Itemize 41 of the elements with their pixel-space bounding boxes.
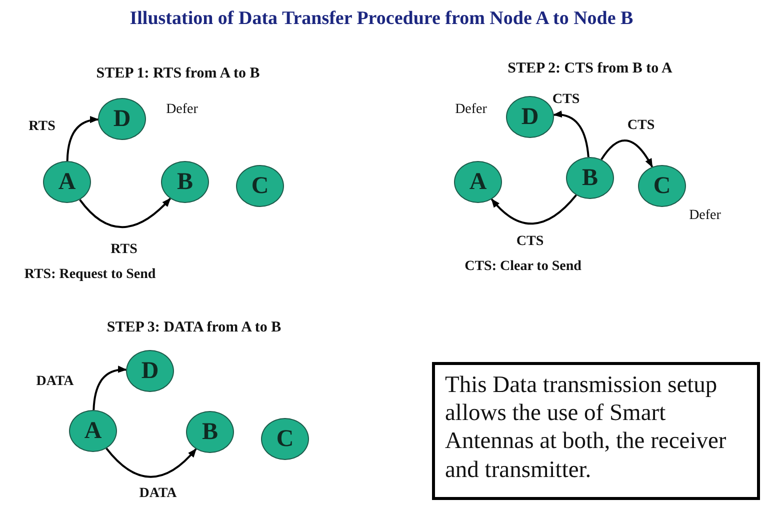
node-circle — [126, 350, 174, 392]
node-circle — [638, 165, 686, 207]
node-letter: D — [113, 106, 131, 132]
node-circle — [161, 161, 209, 203]
note-box: This Data transmission setup allows the use of Smart Antennas at both, the receiver and transmitter. — [432, 362, 760, 500]
node-letter: B — [176, 168, 193, 196]
node-circle — [261, 418, 309, 460]
curved-arrow — [552, 111, 590, 158]
curved-arrow — [79, 198, 171, 228]
curved-arrow — [106, 448, 197, 478]
node-letter: B — [202, 418, 218, 446]
node-circle — [186, 411, 234, 453]
node-letter: C — [251, 172, 269, 200]
node-circle — [506, 96, 554, 138]
node-circle — [69, 410, 117, 452]
diagram-title: Illustation of Data Transfer Procedure from Node A to Node B — [128, 8, 634, 30]
step-heading: STEP 2: CTS from B to A — [508, 60, 672, 78]
abbreviation-note: CTS: Clear to Send — [464, 259, 582, 275]
curved-arrow — [66, 116, 99, 162]
node-circle — [454, 161, 502, 203]
node-circle — [566, 157, 614, 199]
step-heading: STEP 1: RTS from A to B — [96, 66, 260, 82]
node-circle — [98, 98, 146, 140]
curved-arrow — [600, 140, 654, 168]
node-letter: C — [276, 426, 294, 452]
node-letter: D — [141, 358, 159, 384]
curved-arrow — [92, 366, 127, 410]
abbreviation-note: RTS: Request to Send — [24, 267, 156, 283]
curved-arrow — [490, 194, 577, 225]
node-letter: A — [58, 168, 76, 196]
node-status-text: Defer — [455, 102, 487, 118]
node-letter: A — [84, 418, 102, 444]
node-letter: B — [582, 164, 598, 192]
node-letter: C — [653, 172, 671, 200]
node-letter: A — [469, 168, 487, 196]
node-status-text: Defer — [166, 102, 198, 118]
step-heading: STEP 3: DATA from A to B — [106, 320, 282, 336]
node-circle — [43, 161, 91, 203]
node-letter: D — [521, 104, 539, 130]
node-status-text: Defer — [689, 208, 721, 224]
node-circle — [236, 165, 284, 207]
